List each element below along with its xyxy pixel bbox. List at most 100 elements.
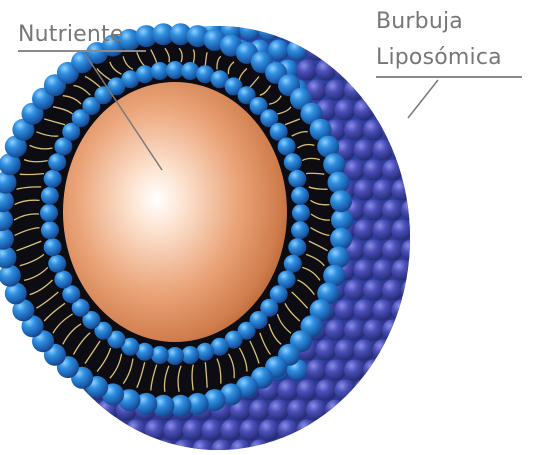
shell-bead <box>59 440 80 455</box>
shell-bead <box>392 140 413 161</box>
lipid-head-inner <box>288 238 306 256</box>
shell-bead <box>382 400 403 421</box>
shell-bead <box>382 80 403 101</box>
shell-bead <box>316 340 337 361</box>
lipid-head <box>328 246 350 268</box>
shell-bead <box>259 20 280 41</box>
shell-bead <box>78 400 99 421</box>
shell-bead <box>373 180 394 201</box>
shell-bead <box>363 440 384 455</box>
shell-bead <box>268 400 289 421</box>
shell-bead <box>392 180 413 201</box>
lipid-head-inner <box>284 153 302 171</box>
shell-bead <box>363 320 384 341</box>
shell-bead <box>363 280 384 301</box>
shell-bead <box>306 40 327 61</box>
lipid-head <box>331 209 353 231</box>
shell-bead <box>344 120 365 141</box>
shell-bead <box>382 120 403 141</box>
shell-bead <box>392 300 413 321</box>
shell-bead <box>297 60 318 81</box>
liposome-bubble-label-line2: Liposómica <box>376 45 502 71</box>
lipid-head <box>330 190 352 212</box>
shell-bead <box>392 260 413 281</box>
lipid-head-inner <box>291 187 309 205</box>
lipid-head-inner <box>288 170 306 188</box>
shell-bead <box>344 400 365 421</box>
shell-bead <box>316 60 337 81</box>
lipid-head-inner <box>292 204 310 222</box>
shell-bead <box>354 180 375 201</box>
lipid-head-inner <box>278 138 296 156</box>
shell-bead <box>411 180 432 201</box>
shell-bead <box>363 360 384 381</box>
shell-bead <box>50 420 71 441</box>
shell-bead <box>297 20 318 41</box>
shell-bead <box>373 380 394 401</box>
shell-bead <box>259 420 280 441</box>
shell-bead <box>420 320 441 341</box>
shell-bead <box>21 440 42 455</box>
shell-bead <box>420 240 441 261</box>
shell-bead <box>335 20 356 41</box>
shell-bead <box>344 280 365 301</box>
shell-bead <box>354 140 375 161</box>
shell-bead <box>316 420 337 441</box>
shell-bead <box>306 360 327 381</box>
shell-bead <box>363 240 384 261</box>
shell-bead <box>287 400 308 421</box>
lipid-head-inner <box>40 204 58 222</box>
lipid-head-inner <box>44 170 62 188</box>
shell-bead <box>344 360 365 381</box>
shell-bead <box>135 440 156 455</box>
shell-bead <box>107 420 128 441</box>
shell-bead <box>12 340 33 361</box>
shell-bead <box>59 400 80 421</box>
shell-bead <box>325 360 346 381</box>
liposome-bubble-label: Burbuja Liposómica <box>376 9 502 71</box>
shell-bead <box>221 420 242 441</box>
lipid-head-inner <box>291 221 309 239</box>
shell-bead <box>21 360 42 381</box>
shell-bead <box>325 80 346 101</box>
shell-bead <box>420 200 441 221</box>
shell-bead <box>126 420 147 441</box>
shell-bead <box>306 440 327 455</box>
shell-bead <box>88 420 109 441</box>
shell-bead <box>240 20 261 41</box>
shell-bead <box>354 100 375 121</box>
shell-bead <box>420 440 441 455</box>
shell-bead <box>278 380 299 401</box>
shell-bead <box>420 160 441 181</box>
shell-bead <box>401 80 422 101</box>
shell-bead <box>354 60 375 81</box>
shell-bead <box>21 400 42 421</box>
shell-bead <box>287 440 308 455</box>
shell-bead <box>401 360 422 381</box>
shell-bead <box>344 440 365 455</box>
bubble-leader-line <box>408 80 438 118</box>
shell-bead <box>354 340 375 361</box>
shell-bead <box>278 20 299 41</box>
shell-bead <box>411 340 432 361</box>
lipid-head <box>330 228 352 250</box>
shell-bead <box>373 100 394 121</box>
shell-bead <box>373 420 394 441</box>
shell-bead <box>411 220 432 241</box>
shell-bead <box>401 160 422 181</box>
shell-bead <box>382 440 403 455</box>
shell-bead <box>12 60 33 81</box>
nutrient-label-underline <box>18 50 146 52</box>
nutrient-core <box>63 82 287 342</box>
shell-bead <box>382 160 403 181</box>
shell-bead <box>411 260 432 281</box>
lipid-head <box>323 153 345 175</box>
shell-bead <box>420 120 441 141</box>
shell-bead <box>240 420 261 441</box>
shell-bead <box>420 360 441 381</box>
shell-bead <box>411 140 432 161</box>
shell-bead <box>335 420 356 441</box>
shell-bead <box>411 380 432 401</box>
shell-bead <box>297 420 318 441</box>
shell-bead <box>420 400 441 421</box>
